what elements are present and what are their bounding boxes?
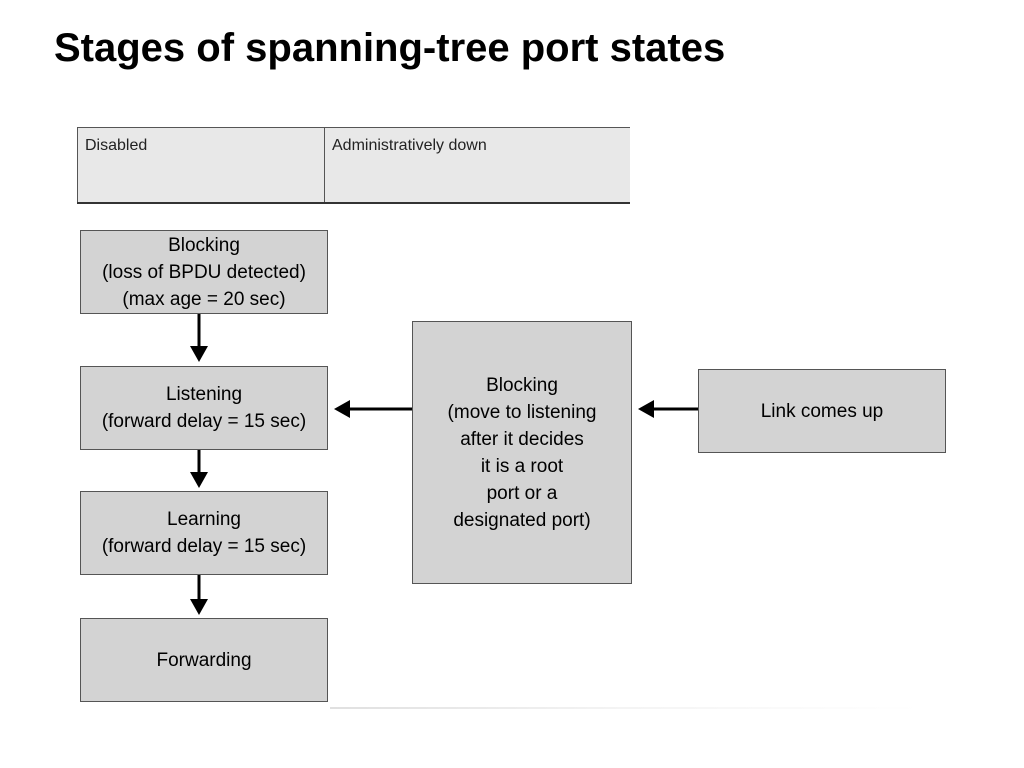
arrow-link-up-to-blocking <box>638 400 698 418</box>
event-box-link-comes-up: Link comes up <box>698 369 946 453</box>
table-cell-state: Disabled <box>77 128 325 202</box>
state-box-forwarding: Forwarding <box>80 618 328 702</box>
page-title: Stages of spanning-tree port states <box>54 26 726 70</box>
table-cell-description: Administratively down <box>332 137 487 154</box>
state-box-blocking-bpdu-loss: Blocking (loss of BPDU detected) (max ag… <box>80 230 328 314</box>
state-box-blocking-move-to-listening: Blocking (move to listening after it dec… <box>412 321 632 584</box>
arrow-blocking-move-to-listening <box>334 400 412 418</box>
state-box-listening: Listening (forward delay = 15 sec) <box>80 366 328 450</box>
footer-divider <box>330 707 920 709</box>
state-box-learning: Learning (forward delay = 15 sec) <box>80 491 328 575</box>
arrow-listening-to-learning <box>190 450 208 488</box>
disabled-state-table: Disabled Administratively down <box>77 127 630 204</box>
arrow-learning-to-forwarding <box>190 575 208 615</box>
arrow-blocking-to-listening <box>190 314 208 362</box>
